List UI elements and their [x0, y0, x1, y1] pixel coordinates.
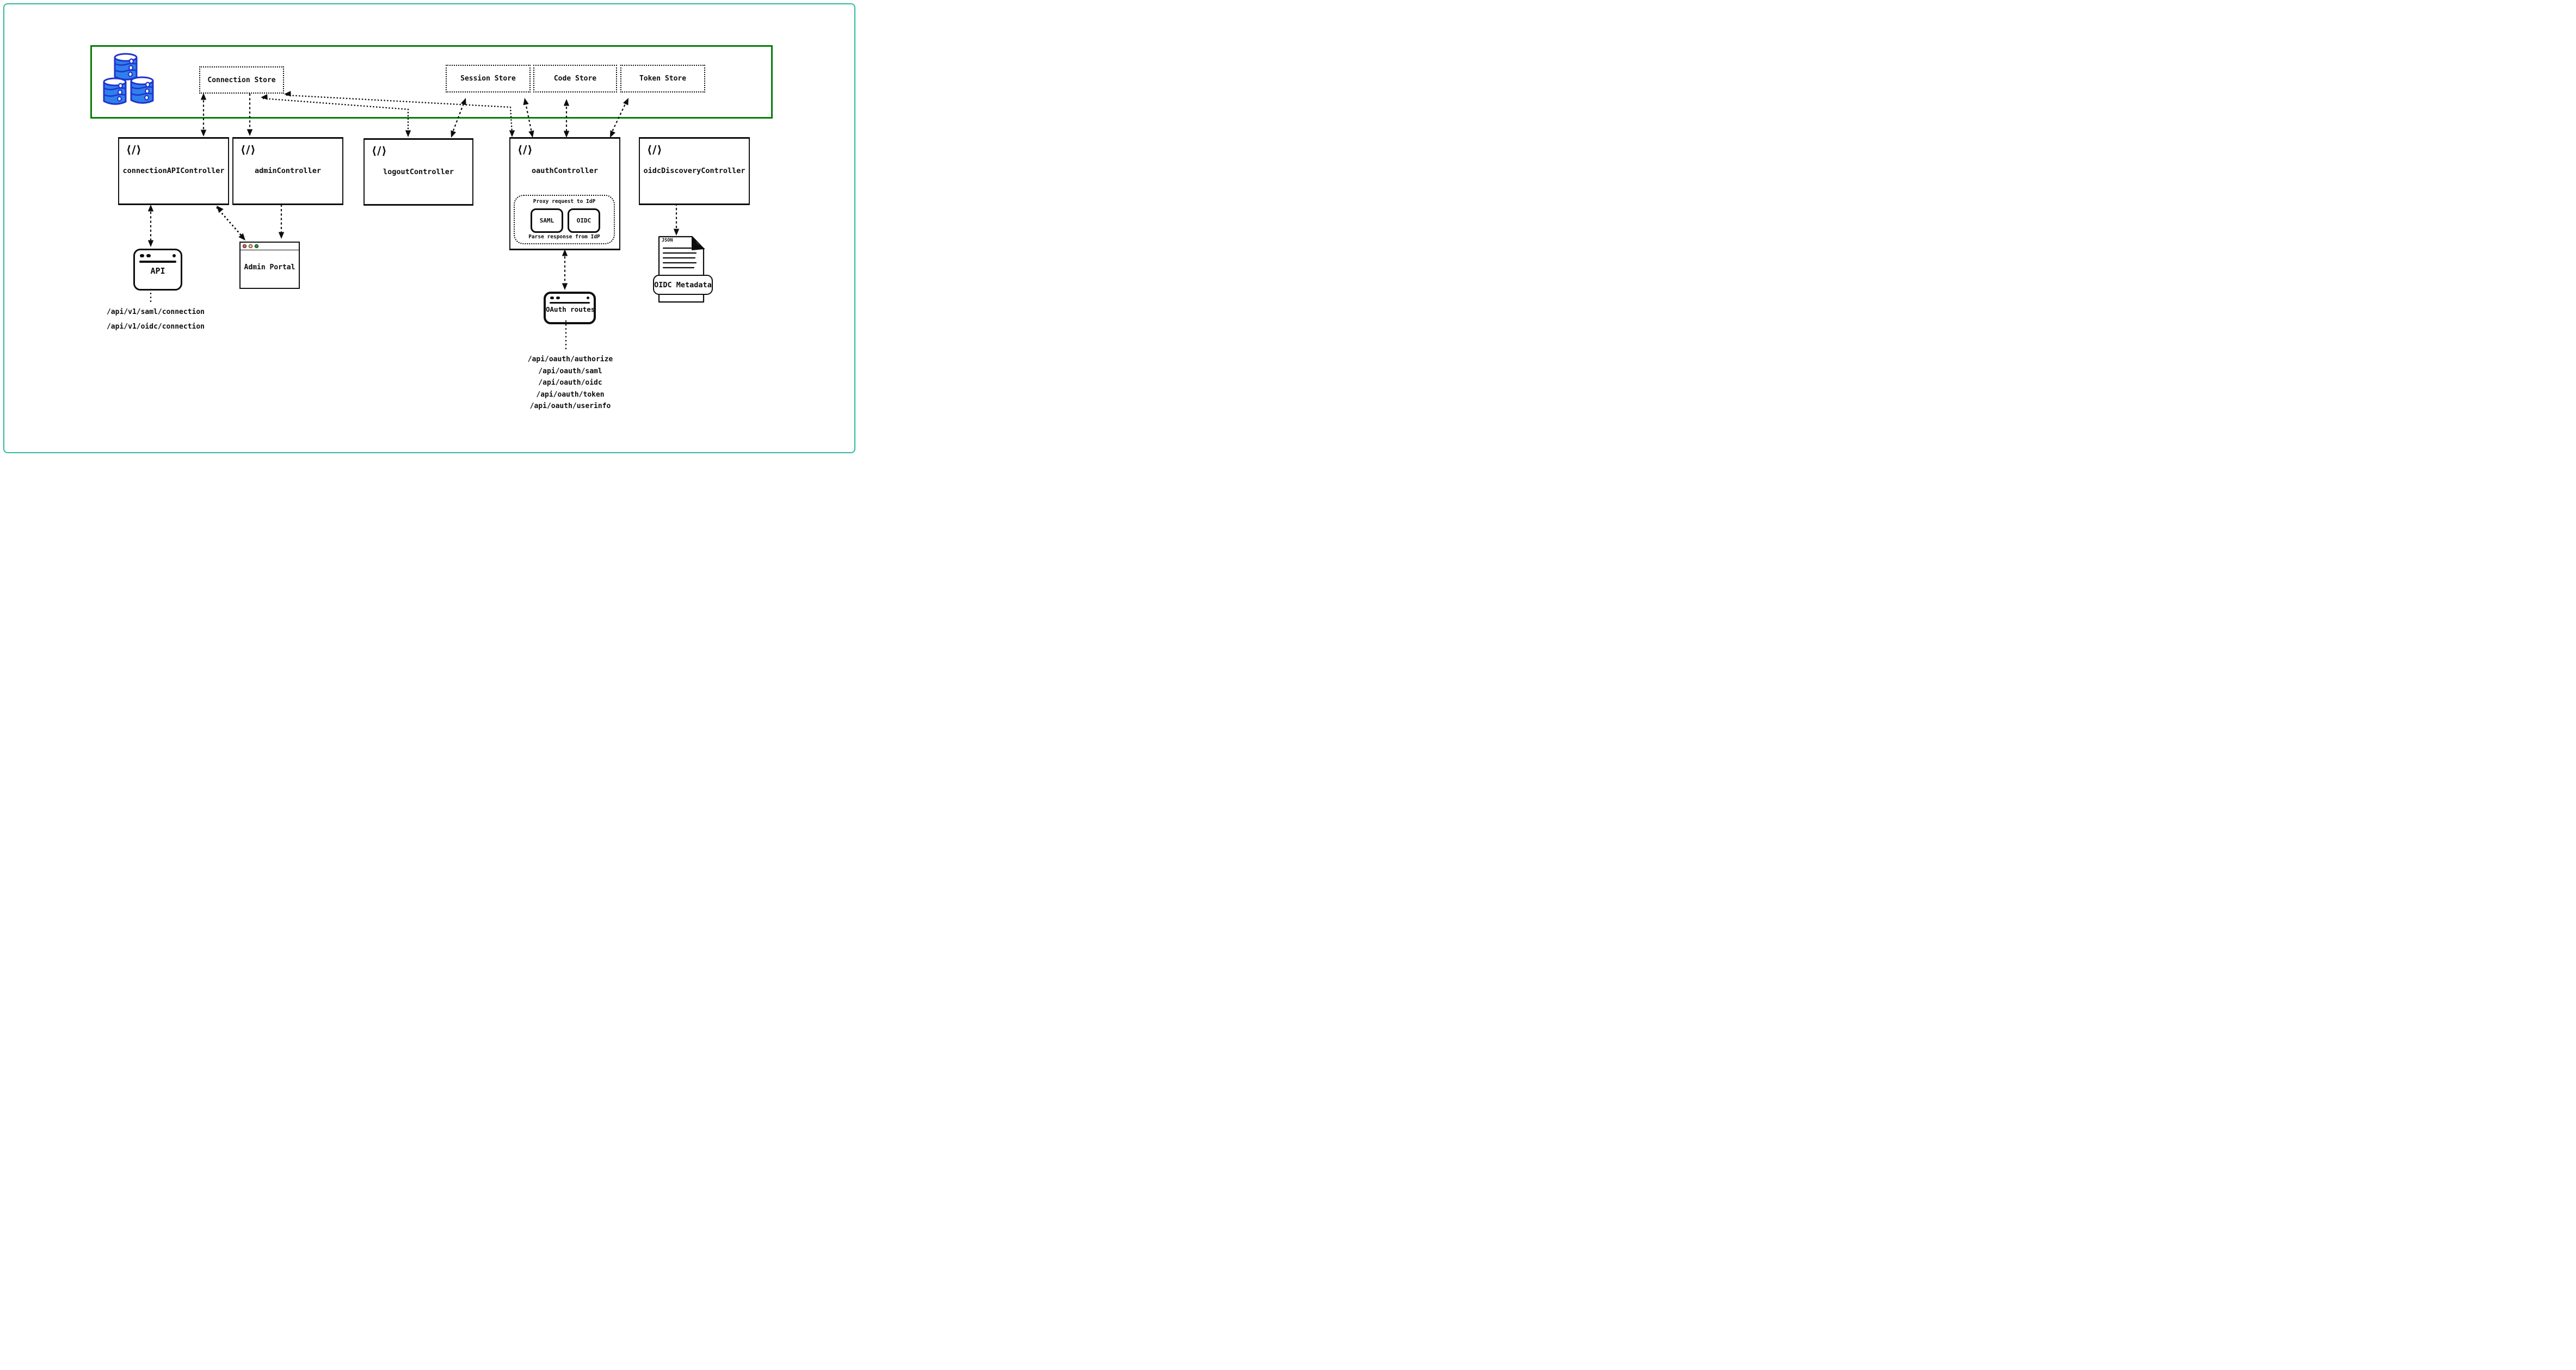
controller-admin-label: adminController [255, 166, 321, 175]
store-session-label: Session Store [460, 75, 516, 83]
oidc-label: OIDC [576, 217, 591, 224]
route-path: /api/oauth/authorize [527, 355, 613, 363]
store-connection-label: Connection Store [207, 76, 276, 84]
oidc-metadata-ribbon: OIDC Metadata [653, 275, 713, 295]
code-icon: ⟨/⟩ [241, 143, 256, 156]
admin-portal-window: Admin Portal [239, 242, 300, 289]
controller-logout-label: logoutController [383, 168, 454, 176]
window-dot-icon [172, 254, 176, 257]
admin-portal-titlebar [241, 243, 299, 250]
close-dot-icon [243, 244, 246, 248]
window-dot-icon [146, 254, 151, 257]
code-icon: ⟨/⟩ [372, 144, 387, 157]
store-token: Token Store [620, 65, 705, 92]
route-path: /api/oauth/saml [538, 367, 602, 375]
route-path: /api/oauth/userinfo [529, 402, 611, 410]
window-dot-icon [140, 254, 144, 257]
maximize-dot-icon [255, 244, 258, 248]
controller-logout: ⟨/⟩ logoutController [363, 138, 473, 206]
route-path: /api/v1/saml/connection [106, 308, 205, 316]
store-session: Session Store [446, 65, 531, 92]
saml-label: SAML [539, 217, 554, 224]
window-dot-icon [556, 297, 560, 299]
window-bar [139, 261, 176, 263]
route-path: /api/oauth/oidc [538, 379, 602, 387]
outer-frame [3, 3, 855, 453]
oidc-metadata-label: OIDC Metadata [654, 280, 712, 289]
controller-admin: ⟨/⟩ adminController [232, 137, 343, 205]
route-path: /api/oauth/token [536, 391, 605, 399]
admin-portal-label: Admin Portal [244, 263, 295, 271]
proxy-request-label: Proxy request to IdP [533, 199, 596, 205]
minimize-dot-icon [249, 244, 252, 248]
saml-box: SAML [531, 208, 563, 233]
code-icon: ⟨/⟩ [647, 143, 663, 156]
route-path: /api/v1/oidc/connection [106, 323, 205, 331]
controller-oidc-discovery-label: oidcDiscoveryController [643, 166, 745, 175]
json-document-icon [658, 236, 705, 303]
json-file-type-label: JSON [662, 238, 673, 243]
window-dot-icon [586, 296, 589, 299]
api-window-label: API [150, 266, 165, 276]
store-code: Code Store [533, 65, 617, 92]
parse-response-label: Parse response from IdP [528, 234, 600, 240]
window-bar [550, 302, 590, 304]
oauth-routes-label: OAuth routes [546, 305, 595, 313]
controller-connection-api-label: connectionAPIController [122, 166, 225, 175]
controller-oauth-label: oauthController [532, 166, 598, 175]
oauth-routes-window: OAuth routes [544, 292, 596, 324]
controller-oidc-discovery: ⟨/⟩ oidcDiscoveryController [639, 137, 750, 205]
window-dot-icon [550, 297, 554, 299]
controller-connection-api: ⟨/⟩ connectionAPIController [118, 137, 229, 205]
store-token-label: Token Store [639, 75, 687, 83]
oidc-box: OIDC [568, 208, 600, 233]
database-icon [103, 53, 154, 105]
store-connection: Connection Store [199, 66, 284, 94]
architecture-diagram: Connection Store Session Store Code Stor… [0, 0, 859, 456]
idp-proxy-group: Proxy request to IdP SAML OIDC Parse res… [514, 195, 615, 244]
store-code-label: Code Store [553, 75, 597, 83]
code-icon: ⟨/⟩ [126, 143, 142, 156]
code-icon: ⟨/⟩ [517, 143, 533, 156]
api-window: API [133, 249, 182, 291]
